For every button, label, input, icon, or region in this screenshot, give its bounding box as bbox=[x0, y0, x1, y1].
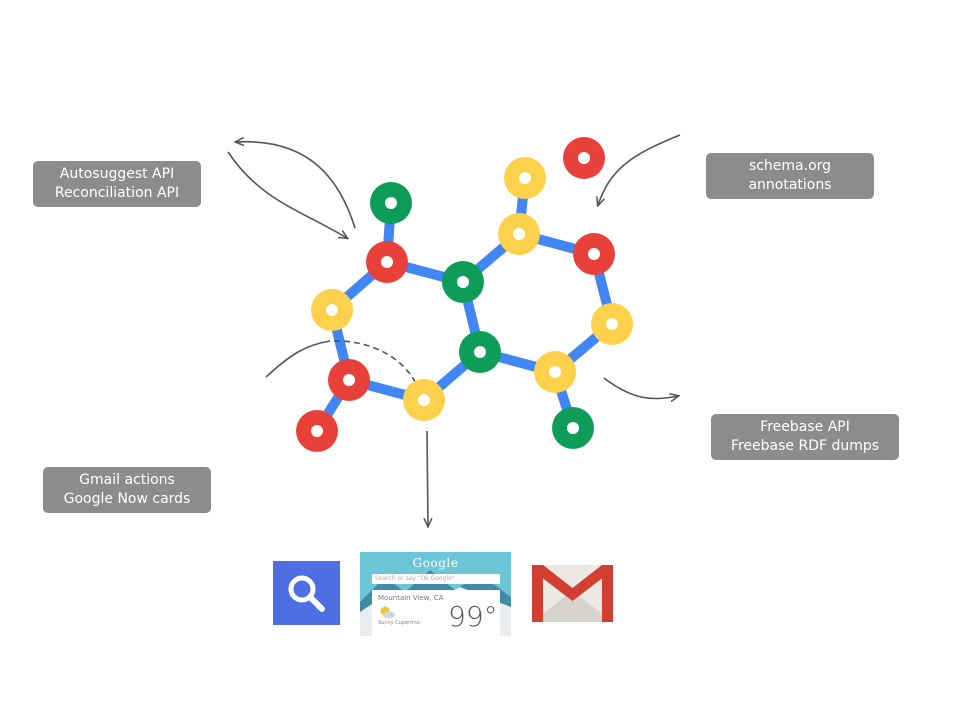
weather-description: Sunny Cupertino bbox=[378, 620, 420, 626]
label-freebase-line1: Freebase API bbox=[760, 419, 850, 435]
atom-yellow-top-right bbox=[504, 157, 546, 199]
weather-location: Mountain View, CA bbox=[378, 594, 444, 602]
gmail-icon bbox=[532, 565, 613, 622]
label-gmail: Gmail actions Google Now cards bbox=[43, 467, 211, 513]
atom-green-center-bottom bbox=[459, 331, 501, 373]
atom-green-top bbox=[370, 182, 412, 224]
label-gmail-line1: Gmail actions bbox=[79, 472, 175, 488]
atom-yellow-bottom bbox=[403, 379, 445, 421]
label-schema-line2: annotations bbox=[748, 177, 832, 193]
arrow-to-autosuggest bbox=[236, 142, 356, 229]
atom-yellow-far-right bbox=[591, 303, 633, 345]
weather-temperature: 99° bbox=[448, 600, 498, 633]
atom-yellow-left bbox=[311, 289, 353, 331]
label-schema-line1: schema.org bbox=[748, 158, 832, 174]
arrow-schema-to-molecule bbox=[598, 134, 681, 205]
atom-yellow-upper-right bbox=[498, 213, 540, 255]
google-brand-text: Google bbox=[412, 556, 459, 570]
arrow-autosuggest-to-molecule bbox=[227, 151, 347, 238]
label-schema: schema.org annotations bbox=[706, 153, 874, 199]
atom-green-bottom-right bbox=[552, 407, 594, 449]
arrow-to-products bbox=[427, 430, 428, 526]
google-now-card-icon: Google Search or say "Ok Google" Mountai… bbox=[360, 552, 511, 636]
label-autosuggest: Autosuggest API Reconciliation API bbox=[33, 161, 201, 207]
atom-yellow-lower-right bbox=[534, 351, 576, 393]
label-freebase: Freebase API Freebase RDF dumps bbox=[711, 414, 899, 460]
atom-red-lower-left bbox=[328, 359, 370, 401]
atom-red-right bbox=[573, 233, 615, 275]
atom-red-bottom-left bbox=[296, 410, 338, 452]
atom-red-top-right bbox=[563, 137, 605, 179]
label-gmail-line2: Google Now cards bbox=[63, 491, 191, 507]
curve-to-gmail bbox=[265, 340, 331, 378]
label-autosuggest-line1: Autosuggest API bbox=[59, 166, 175, 182]
card-search-bar: Search or say "Ok Google" bbox=[372, 574, 500, 584]
arrows bbox=[227, 134, 681, 526]
label-autosuggest-line2: Reconciliation API bbox=[54, 185, 180, 201]
label-freebase-line2: Freebase RDF dumps bbox=[730, 438, 880, 454]
sun-cloud-icon bbox=[380, 606, 395, 619]
atom-red-upper-left bbox=[366, 241, 408, 283]
arrow-to-freebase bbox=[603, 377, 678, 399]
atoms bbox=[296, 137, 633, 452]
weather-card: Mountain View, CA Sunny Cupertino 99° bbox=[372, 590, 500, 636]
atom-green-center-top bbox=[442, 261, 484, 303]
search-icon bbox=[273, 561, 340, 625]
dashed-arc bbox=[333, 340, 425, 411]
